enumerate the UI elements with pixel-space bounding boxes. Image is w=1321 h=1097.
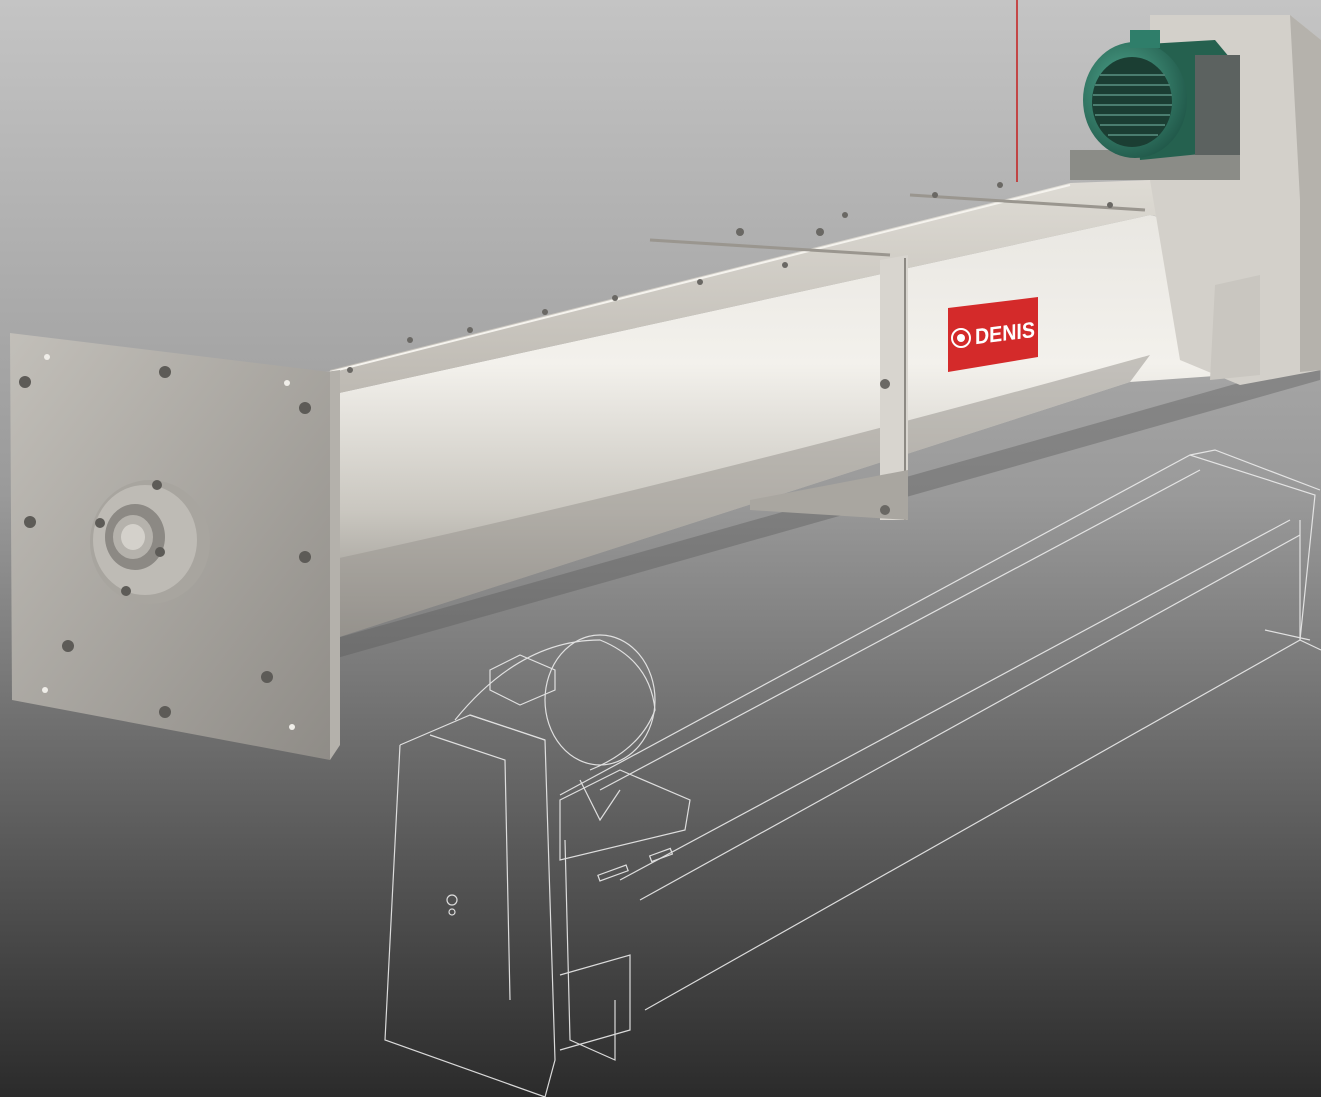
outline-drawing [384,449,1321,1097]
electric-motor [1070,30,1240,180]
screw-conveyor: DENIS [10,15,1321,760]
end-plate [10,333,340,760]
cover-plate [330,180,1300,395]
brand-logo: DENIS [948,297,1038,372]
